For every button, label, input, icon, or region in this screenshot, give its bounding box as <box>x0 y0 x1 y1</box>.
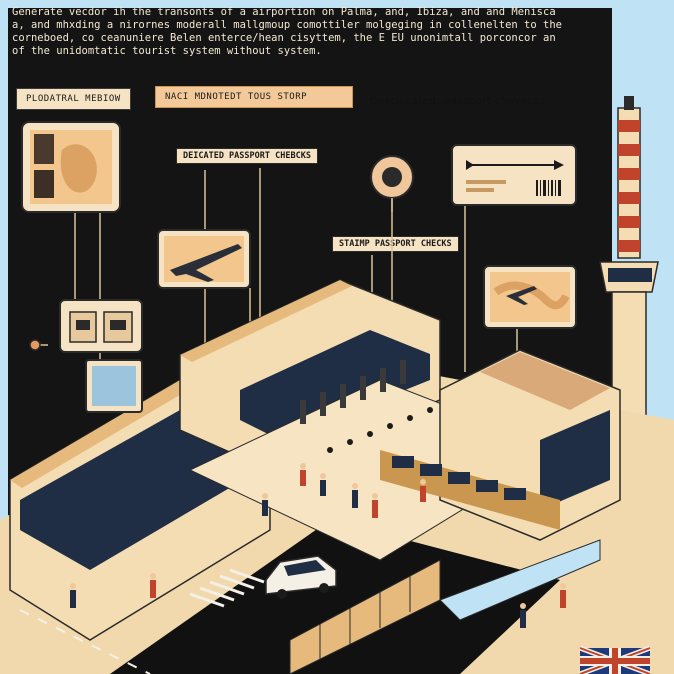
map-card <box>21 121 121 213</box>
control-tower-icon <box>599 96 659 423</box>
label-right-text: Dosciccated: passport chevecks <box>370 96 546 107</box>
road <box>110 520 560 674</box>
dedicated-passport-tag: DEICATED PASSPORT CHEBCKS <box>176 148 318 164</box>
scanner-card <box>59 299 143 353</box>
barrier-fence <box>289 539 601 674</box>
intro-text: Generate vecdor ih the transonts of a ai… <box>12 6 562 57</box>
route-map-card <box>483 265 577 329</box>
passport-scanner-icon <box>69 311 97 343</box>
terminal-building-right <box>380 349 621 541</box>
boarding-pass-card <box>451 144 577 206</box>
airplane-icon <box>506 286 537 305</box>
travellers <box>70 463 566 628</box>
label-box-left: PLODATRAL MEBIOW <box>16 88 131 110</box>
uk-flag-icon <box>579 645 651 674</box>
stamp-passport-tag: STAIMP PASSPORT CHECKS <box>332 236 459 252</box>
terminal-building-left <box>9 359 271 641</box>
label-box-middle: NACI MDNOTEDT TOUS STORP <box>155 86 353 108</box>
map-icon <box>60 144 97 193</box>
airplane-card <box>157 229 251 289</box>
airplane-icon <box>170 244 242 282</box>
clock-icon <box>370 155 414 212</box>
boarding-pass-icon <box>466 160 474 170</box>
passport-gates <box>300 360 406 424</box>
car-icon <box>265 555 337 599</box>
